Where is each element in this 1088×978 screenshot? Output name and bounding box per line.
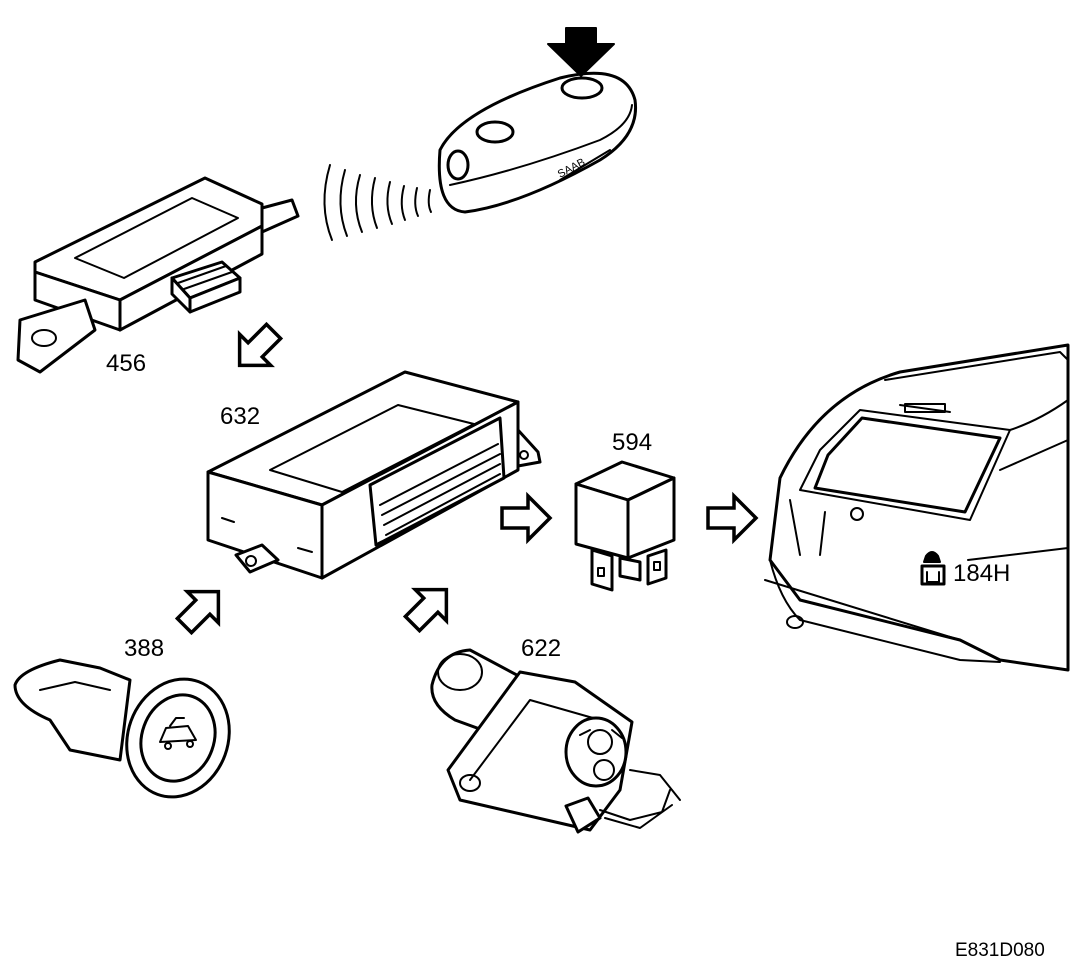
- figure-code: E831D080: [955, 940, 1045, 961]
- switch-388: [13, 658, 231, 799]
- flow-arrow-icon: [402, 587, 449, 634]
- label-relay: 594: [612, 429, 652, 456]
- control-module-632: [206, 370, 542, 580]
- padlock-icon: [920, 551, 946, 586]
- label-lock-motor: 622: [521, 635, 561, 662]
- car-tailgate-icon: [764, 343, 1070, 672]
- receiver-module-456: [16, 176, 300, 374]
- relay-594: [574, 460, 676, 592]
- label-receiver: 456: [106, 350, 146, 377]
- label-tailgate-lock: 184H: [953, 560, 1010, 587]
- flow-arrow-icon: [237, 321, 284, 368]
- flow-arrow-icon: [174, 589, 221, 636]
- label-switch: 388: [124, 635, 164, 662]
- lock-motor-622: [430, 648, 681, 834]
- remote-key-fob-icon: SAAB: [437, 71, 638, 214]
- flow-arrow-icon: [706, 491, 759, 545]
- label-control-module: 632: [220, 403, 260, 430]
- flow-arrow-icon: [500, 491, 553, 545]
- signal-waves-icon: [323, 164, 432, 241]
- push-down-arrow-icon: [547, 27, 615, 77]
